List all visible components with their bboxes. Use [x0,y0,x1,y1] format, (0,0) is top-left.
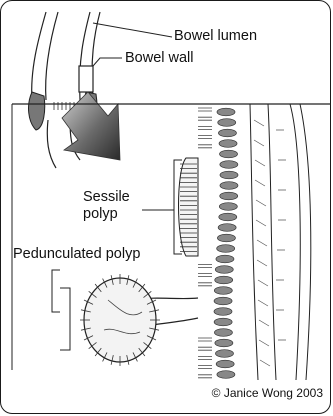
pedunculated-polyp [80,274,198,366]
submucosa-cell [219,203,237,211]
submucosa-cell [214,308,232,316]
submucosa-cell [214,287,232,295]
submucosa-cell [217,234,235,242]
crypt [198,338,212,341]
crypt [198,126,212,129]
label-sessile-polyp-line2: polyp [83,206,118,223]
crypt [198,117,212,120]
submucosa-cell [214,297,232,305]
submucosa-cell [219,140,237,148]
submucosa-cell [215,339,233,347]
crypt [198,264,212,267]
label-bowel-lumen: Bowel lumen [174,28,257,45]
label-sessile-polyp-line1: Sessile [83,189,130,206]
submucosa-cell [220,150,238,158]
crypt [198,145,212,148]
crypt [198,136,212,139]
submucosa-cell [220,192,238,200]
crypt [198,347,212,350]
submucosa-cell [219,213,237,221]
zoom-box [79,66,93,92]
magnify-arrow [62,92,120,160]
submucosa-cell [216,360,234,368]
crypt [198,366,212,369]
crypt [198,274,212,277]
submucosa-cell [218,224,236,232]
label-bowel-wall: Bowel wall [125,50,194,67]
submucosa-cell [217,245,235,253]
muscle-layers [250,104,311,380]
copyright-credit: © Janice Wong 2003 [212,386,323,400]
crypt [198,108,212,111]
submucosa-cell [214,318,232,326]
submucosa-cell [215,276,233,284]
submucosa-cell [218,129,236,137]
crypt [198,283,212,286]
crypt [198,356,212,359]
submucosa-cell [220,182,238,190]
submucosa-cell [217,108,235,116]
bowel-wall-leader [93,58,122,66]
submucosa-cell [220,161,238,169]
pedunculated-bracket-lower [60,288,70,350]
sessile-polyp [179,158,199,256]
submucosa-cells [214,108,238,378]
submucosa-cell [214,329,232,337]
submucosa-cell [220,171,238,179]
submucosa-cell [215,266,233,274]
mucosa-crypts [198,108,212,378]
submucosa-cell [216,255,234,263]
submucosa-cell [217,371,235,379]
pedunculated-bracket [52,270,60,312]
label-pedunculated-polyp: Pedunculated polyp [13,246,140,263]
bowel-lumen-leader [93,23,172,37]
sessile-bracket [142,160,182,254]
crypt [198,375,212,378]
submucosa-cell [218,119,236,127]
submucosa-cell [215,350,233,358]
